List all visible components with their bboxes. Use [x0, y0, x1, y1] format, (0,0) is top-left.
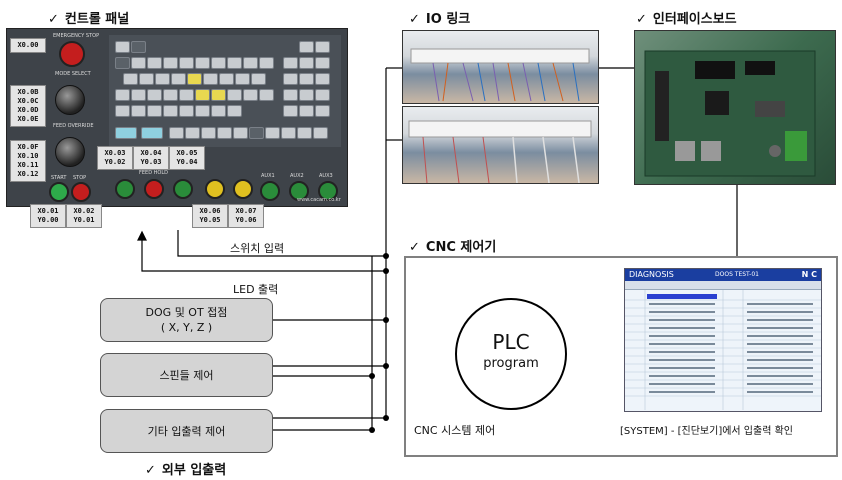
plc-subtitle: program — [483, 356, 539, 371]
check-icon: ✓ — [48, 12, 59, 27]
diagnosis-tabs — [625, 281, 821, 290]
interface-board-photo — [634, 30, 836, 185]
mode-select-label: MODE SELECT — [55, 71, 91, 77]
other-io-box: 기타 입출력 제어 — [100, 409, 273, 453]
diagnosis-screen: DIAGNOSIS DOOS TEST-01 N C — [624, 268, 822, 412]
feed-override-label: FEED OVERRIDE — [53, 123, 94, 129]
check-icon: ✓ — [409, 12, 420, 27]
diagnosis-table — [625, 290, 821, 410]
check-icon: ✓ — [636, 12, 647, 27]
led-arrow — [137, 230, 147, 241]
aux1-button — [260, 181, 280, 201]
control-panel-image: EMERGENCY STOP MODE SELECT FEED OVERRIDE… — [6, 28, 348, 207]
address-tag: X0.00 — [10, 38, 46, 53]
feed-hold-button — [144, 179, 164, 199]
feed-hold-label: FEED HOLD — [139, 170, 168, 176]
spindle-control-box: 스핀들 제어 — [100, 353, 273, 397]
led-output-wire — [141, 238, 386, 272]
dog-ot-box: DOG 및 OT 접점( X, Y, Z ) — [100, 298, 273, 342]
keyboard-area — [109, 35, 341, 147]
switch-input-label: 스위치 입력 — [230, 242, 285, 255]
emergency-stop-button — [59, 41, 85, 67]
cnc-controller-title: ✓CNC 제어기 — [409, 240, 497, 255]
control-panel-title: ✓컨트롤 패널 — [48, 12, 130, 27]
stop-label: STOP — [73, 175, 87, 181]
mode-select-knob — [55, 85, 85, 115]
led-output-label: LED 출력 — [233, 283, 279, 296]
stop-button — [71, 182, 91, 202]
brand-label: www.cacam.co.kr — [297, 197, 341, 203]
diagnosis-header: DIAGNOSIS DOOS TEST-01 N C — [625, 269, 821, 281]
io-link-photo-bottom — [402, 106, 599, 184]
plc-title: PLC — [492, 330, 530, 354]
cycle-button-1 — [115, 179, 135, 199]
system-check-label: [SYSTEM] - [진단보기]에서 입출력 확인 — [620, 426, 793, 437]
aux2-label: AUX2 — [290, 173, 304, 179]
emergency-label: EMERGENCY STOP — [53, 33, 100, 39]
aux2-button — [289, 181, 309, 201]
aux3-button — [318, 181, 338, 201]
cnc-system-label: CNC 시스템 제어 — [414, 424, 496, 437]
cycle-button-2 — [173, 179, 193, 199]
interface-board-title: ✓인터페이스보드 — [636, 12, 737, 27]
yellow-button-2 — [233, 179, 253, 199]
start-button — [49, 182, 69, 202]
aux1-label: AUX1 — [261, 173, 275, 179]
switch-input-wire — [177, 230, 386, 257]
aux3-label: AUX3 — [319, 173, 333, 179]
yellow-button-1 — [205, 179, 225, 199]
io-link-title: ✓IO 링크 — [409, 12, 471, 27]
start-label: START — [51, 175, 67, 181]
io-link-photo-top — [402, 30, 599, 104]
plc-program-circle: PLC program — [455, 298, 567, 410]
feed-override-knob — [55, 137, 85, 167]
external-io-title: ✓외부 입출력 — [145, 463, 227, 478]
check-icon: ✓ — [145, 463, 156, 478]
check-icon: ✓ — [409, 240, 420, 255]
